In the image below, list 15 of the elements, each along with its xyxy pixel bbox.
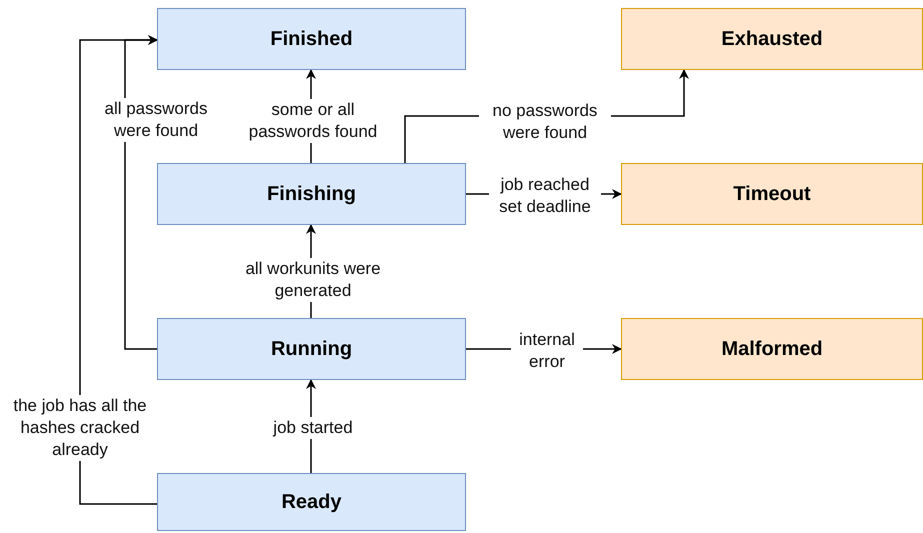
state-label: Ready bbox=[281, 490, 342, 514]
state-box bbox=[157, 318, 466, 380]
state-box bbox=[621, 318, 923, 380]
state-box bbox=[157, 8, 466, 70]
state-box bbox=[157, 163, 466, 225]
state-label: Finishing bbox=[267, 182, 356, 206]
state-label: Exhausted bbox=[721, 28, 823, 50]
state-box bbox=[621, 8, 923, 70]
arrow bbox=[124, 35, 158, 350]
state-label: Malformed bbox=[721, 338, 823, 360]
state-label: Running bbox=[270, 338, 352, 360]
state-box bbox=[157, 473, 466, 531]
state-box bbox=[621, 163, 923, 225]
state-label: Finished bbox=[270, 28, 353, 50]
state-label: Timeout bbox=[733, 182, 811, 206]
